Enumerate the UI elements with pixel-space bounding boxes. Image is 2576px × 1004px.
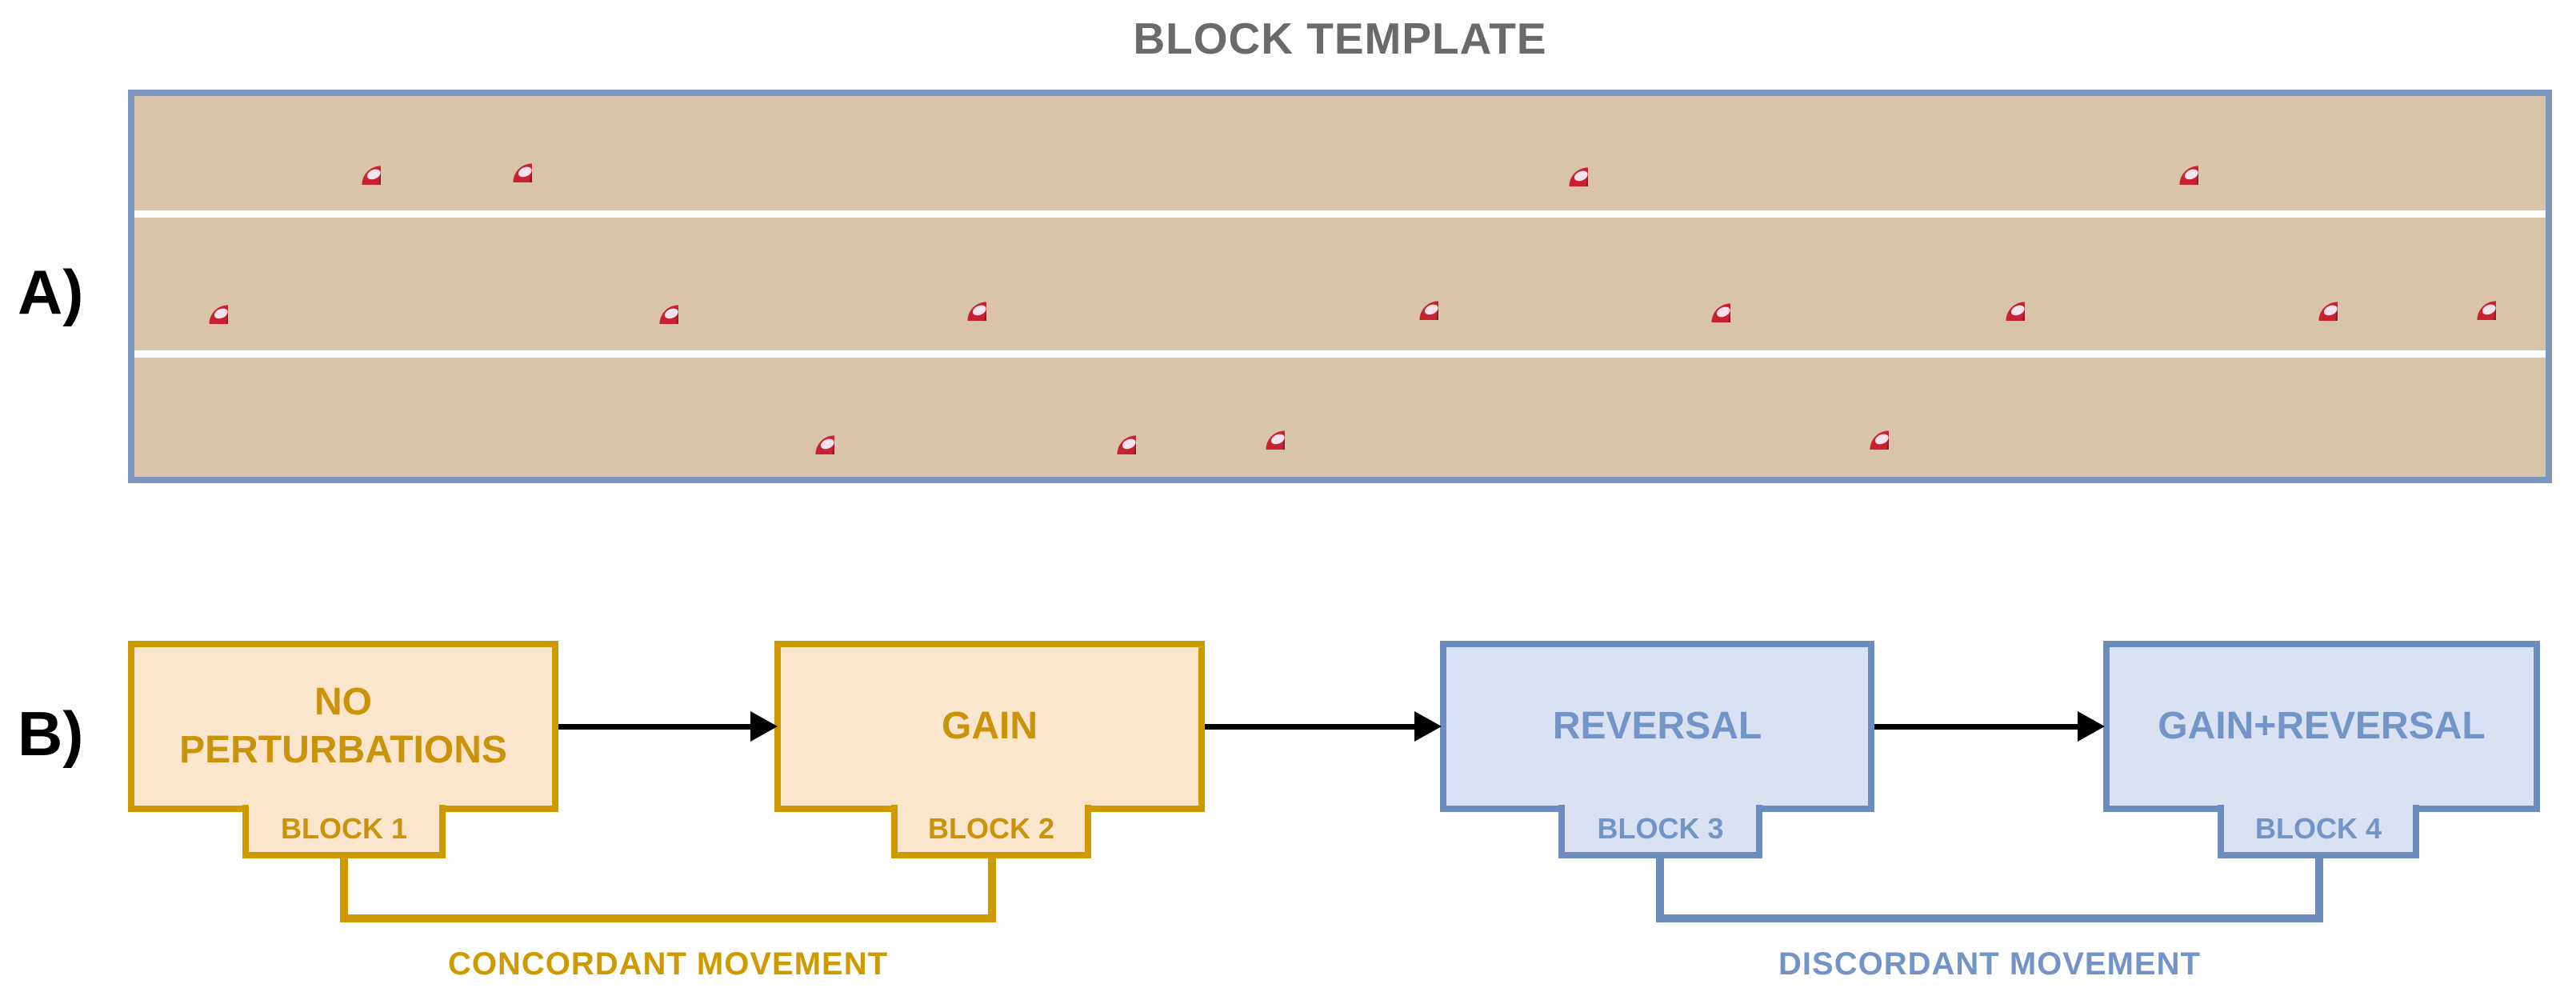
flow-block-label: REVERSAL — [1552, 705, 1762, 747]
wrapped-candy-icon — [2261, 244, 2338, 321]
wrapped-candy-icon — [1208, 373, 1285, 450]
discordant-bracket — [1656, 858, 2323, 922]
candy-layer — [134, 96, 2546, 477]
wrapped-candy-icon — [455, 106, 532, 182]
block-1-tab: BLOCK 1 — [242, 805, 446, 858]
wrapped-candy-icon — [2122, 108, 2198, 185]
wrapped-candy-icon — [1511, 110, 1588, 186]
concordant-movement-label: CONCORDANT MOVEMENT — [447, 946, 889, 982]
block-4-tab: BLOCK 4 — [2218, 805, 2419, 858]
panel-a-label: A) — [18, 257, 84, 327]
wrapped-candy-icon — [151, 247, 228, 324]
panel-b-label: B) — [18, 698, 84, 769]
concordant-bracket — [340, 858, 996, 922]
track-lane-bottom — [134, 358, 2546, 477]
track-lane-top — [134, 96, 2546, 210]
wrapped-candy-icon — [1059, 378, 1136, 454]
block-3-tab: BLOCK 3 — [1558, 805, 1762, 858]
flow-block-label: GAIN+REVERSAL — [2158, 705, 2486, 747]
flow-block-label: GAIN — [942, 705, 1038, 747]
wrapped-candy-icon — [304, 108, 381, 185]
block-template-track — [128, 90, 2552, 483]
wrapped-candy-icon — [1812, 373, 1889, 450]
discordant-movement-label: DISCORDANT MOVEMENT — [1778, 946, 2201, 982]
flow-block-no-perturbations: NO PERTURBATIONS — [128, 641, 558, 812]
wrapped-candy-icon — [2419, 243, 2496, 320]
flow-block-gain: GAIN — [774, 641, 1205, 812]
flow-arrow-2 — [1205, 711, 1442, 742]
track-lane-middle — [134, 218, 2546, 350]
wrapped-candy-icon — [1654, 246, 1730, 322]
figure-title: BLOCK TEMPLATE — [1133, 14, 1547, 63]
block-2-tab: BLOCK 2 — [891, 805, 1091, 858]
wrapped-candy-icon — [602, 247, 678, 324]
flow-block-reversal: REVERSAL — [1440, 641, 1874, 812]
wrapped-candy-icon — [1948, 244, 2025, 321]
flow-arrow-1 — [558, 711, 778, 742]
wrapped-candy-icon — [910, 244, 986, 321]
flow-block-label: NO PERTURBATIONS — [179, 681, 507, 771]
flow-arrow-3 — [1874, 711, 2105, 742]
wrapped-candy-icon — [758, 378, 834, 454]
wrapped-candy-icon — [1362, 243, 1438, 320]
flow-block-gain-reversal: GAIN+REVERSAL — [2103, 641, 2540, 812]
